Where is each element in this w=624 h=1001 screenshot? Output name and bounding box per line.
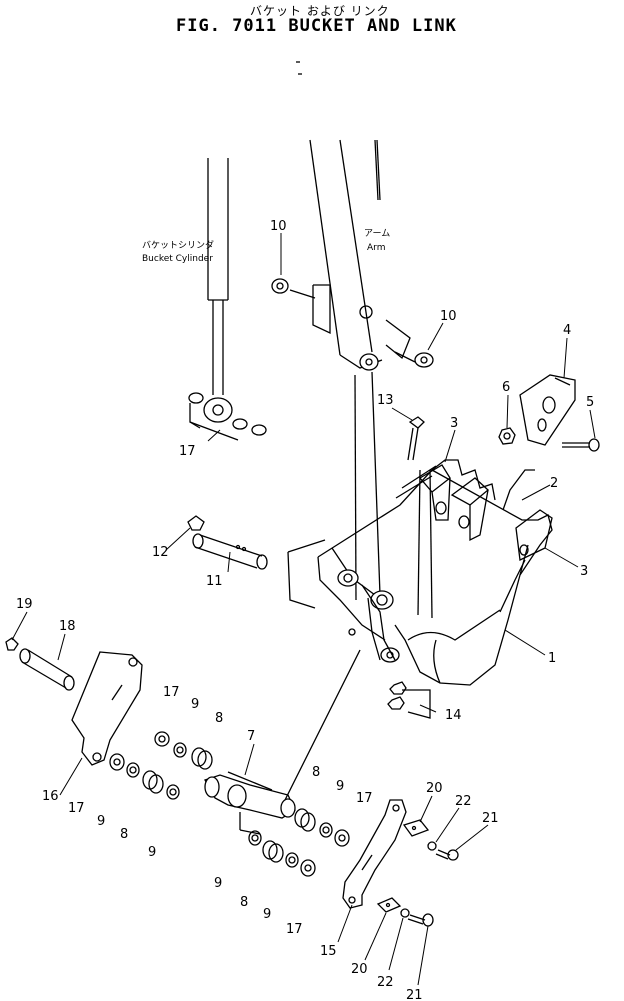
nut-14-a xyxy=(389,681,407,695)
bolt-5 xyxy=(562,438,600,452)
bucket-cylinder-label-jp: バケットシリンダ xyxy=(142,239,214,251)
arm-label: アーム Arm xyxy=(364,228,390,253)
washer-17-f xyxy=(300,859,316,877)
seal-9-e xyxy=(248,830,262,846)
washer-17-d xyxy=(109,753,125,771)
callout-8-low: 8 xyxy=(240,895,248,910)
callout-5: 5 xyxy=(586,395,594,410)
callout-17-right: 17 xyxy=(356,791,373,806)
callout-22-lower: 22 xyxy=(377,975,394,990)
bushing-8-d xyxy=(262,840,284,863)
link-16 xyxy=(71,651,143,766)
callout-2: 2 xyxy=(550,476,558,491)
callout-19: 19 xyxy=(16,597,33,612)
callout-9-left: 9 xyxy=(97,814,105,829)
link-15 xyxy=(342,799,407,909)
callout-6: 6 xyxy=(502,380,510,395)
bushing-8-b xyxy=(142,770,164,794)
bolt-21-lower xyxy=(407,913,434,927)
callout-8-mid: 8 xyxy=(215,711,223,726)
callout-3-right: 3 xyxy=(580,564,588,579)
callout-9-left-low: 9 xyxy=(148,845,156,860)
callout-3-upper: 3 xyxy=(450,416,458,431)
pin-11 xyxy=(192,533,268,570)
callout-11: 11 xyxy=(206,574,223,589)
bucket-lug-right xyxy=(450,477,489,542)
callout-9-right: 9 xyxy=(336,779,344,794)
bolt-21-upper xyxy=(435,849,459,861)
seal-9-a xyxy=(173,742,187,758)
callout-18: 18 xyxy=(59,619,76,634)
callout-21-upper: 21 xyxy=(482,811,499,826)
bucket-cylinder xyxy=(188,158,267,441)
washer-22-upper xyxy=(427,841,437,851)
callout-1: 1 xyxy=(548,651,556,666)
callout-21-lower: 21 xyxy=(406,988,423,1001)
callout-numbers: 10 10 4 5 6 13 3 2 3 1 17 12 11 14 19 18… xyxy=(16,219,594,1001)
arm xyxy=(289,139,416,601)
callout-20-upper: 20 xyxy=(426,781,443,796)
pin-18 xyxy=(19,648,75,691)
callout-22-upper: 22 xyxy=(455,794,472,809)
callout-4: 4 xyxy=(563,323,571,338)
callout-14: 14 xyxy=(445,708,462,723)
callout-16: 16 xyxy=(42,789,59,804)
callout-12: 12 xyxy=(152,545,169,560)
washer-10-upper xyxy=(271,278,289,294)
bolt-13 xyxy=(395,416,437,499)
arm-label-en: Arm xyxy=(367,243,385,253)
link-7 xyxy=(204,649,361,835)
callout-17-cylinder: 17 xyxy=(179,444,196,459)
callout-20-lower: 20 xyxy=(351,962,368,977)
callout-7: 7 xyxy=(247,729,255,744)
arm-label-jp: アーム xyxy=(364,228,390,239)
bucket-cylinder-label-en: Bucket Cylinder xyxy=(142,254,213,264)
washer-22-lower xyxy=(400,908,410,918)
leader-lines xyxy=(11,233,596,986)
plate-20-lower xyxy=(376,897,402,913)
callout-9-low-b: 9 xyxy=(263,907,271,922)
bucket xyxy=(287,459,553,686)
seal-9-c xyxy=(166,784,180,800)
washer-10-lower xyxy=(414,352,434,368)
bucket-cylinder-label: バケットシリンダ Bucket Cylinder xyxy=(142,239,214,264)
plate-20-upper xyxy=(402,819,430,837)
bucket-lug-left xyxy=(419,464,451,521)
washer-17-c xyxy=(154,731,170,747)
bushing-8-c xyxy=(294,808,316,832)
callout-17-mid: 17 xyxy=(163,685,180,700)
tooth-4 xyxy=(519,374,576,446)
callout-9-mid: 9 xyxy=(191,697,199,712)
title-japanese: バケット および リンク xyxy=(250,4,390,18)
callout-13: 13 xyxy=(377,393,394,408)
stray-marks xyxy=(296,61,302,75)
washer-17-e xyxy=(334,829,350,847)
seal-9-d xyxy=(319,822,333,838)
seal-9-f xyxy=(285,852,299,868)
grease-fitting-19 xyxy=(5,637,19,651)
callout-17-low: 17 xyxy=(286,922,303,937)
seal-9-b xyxy=(126,762,140,778)
callout-17-left: 17 xyxy=(68,801,85,816)
grease-fitting-12 xyxy=(187,515,205,531)
callout-8-left: 8 xyxy=(120,827,128,842)
bushing-8-a xyxy=(191,747,213,770)
callout-10-lower: 10 xyxy=(440,309,457,324)
figure-title: FIG. 7011 BUCKET AND LINK xyxy=(176,16,457,36)
bucket-side-cutter xyxy=(515,509,553,561)
callout-15: 15 xyxy=(320,944,337,959)
nut-14-b xyxy=(387,689,431,719)
nut-6 xyxy=(498,427,516,445)
callout-8-right: 8 xyxy=(312,765,320,780)
callout-9-low-a: 9 xyxy=(214,876,222,891)
callout-10-upper: 10 xyxy=(270,219,287,234)
